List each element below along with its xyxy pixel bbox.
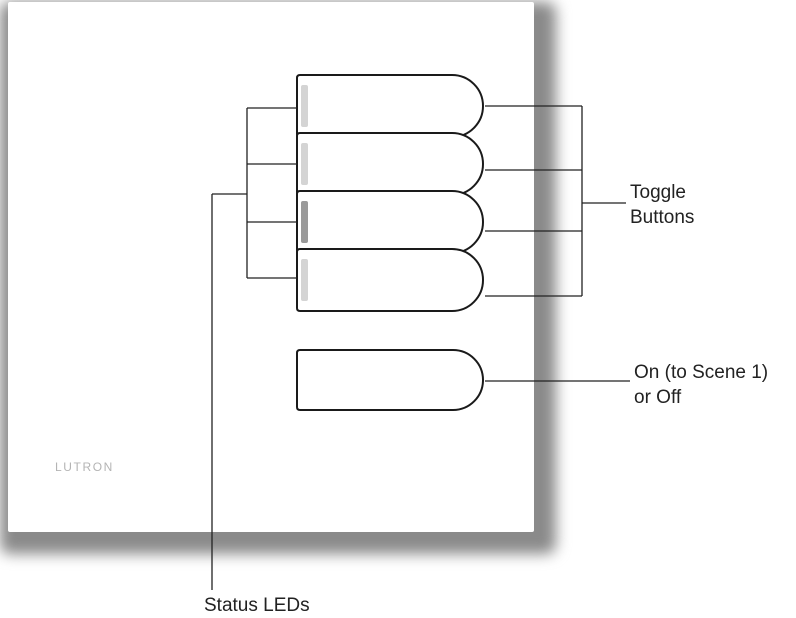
toggle-callout-line1: Toggle <box>630 182 686 203</box>
toggle-button <box>296 74 484 138</box>
toggle-callout-line2: Buttons <box>630 207 695 228</box>
toggle-button-body <box>296 248 484 312</box>
toggle-button <box>296 132 484 196</box>
status-led <box>301 85 308 127</box>
toggle-button-body <box>296 190 484 254</box>
status-led <box>301 201 308 243</box>
on-off-callout-line2: or Off <box>634 387 682 408</box>
status-led <box>301 259 308 301</box>
on-off-button-group <box>296 349 484 411</box>
on-off-callout: On (to Scene 1) or Off <box>634 360 768 410</box>
on-off-button <box>296 349 484 411</box>
toggle-button-body <box>296 132 484 196</box>
status-leds-label: Status LEDs <box>204 595 310 616</box>
toggle-buttons-callout: Toggle Buttons <box>630 180 694 230</box>
brand-logo: LUTRON <box>55 460 114 474</box>
toggle-button-body <box>296 74 484 138</box>
on-off-button-body <box>296 349 484 411</box>
status-leds-callout: Status LEDs <box>204 593 310 618</box>
toggle-button <box>296 248 484 312</box>
leader-lines <box>211 105 630 590</box>
toggle-button <box>296 190 484 254</box>
toggle-buttons-group <box>296 74 484 312</box>
status-led <box>301 143 308 185</box>
on-off-callout-line1: On (to Scene 1) <box>634 362 769 383</box>
